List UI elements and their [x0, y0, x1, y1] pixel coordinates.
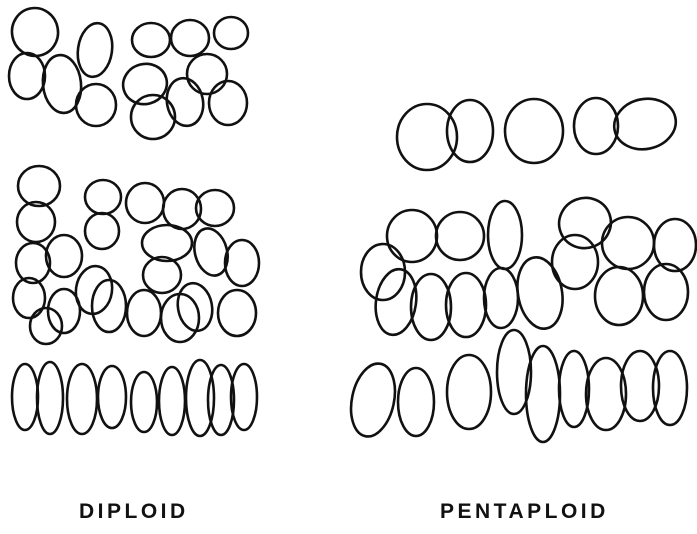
cell: [142, 225, 192, 261]
cell: [132, 23, 170, 57]
cell: [159, 367, 185, 435]
cell: [484, 268, 518, 328]
cell: [595, 267, 643, 325]
cell: [398, 368, 434, 436]
cell: [559, 351, 589, 427]
cell: [654, 219, 696, 271]
cell: [552, 191, 618, 256]
cell: [512, 254, 568, 333]
cell: [46, 235, 82, 277]
diploid-bottom-cell-group: [12, 360, 257, 436]
cell: [85, 213, 119, 249]
cell: [67, 364, 97, 434]
cell: [40, 53, 84, 115]
cell: [16, 243, 50, 283]
cell: [12, 364, 38, 430]
cell: [436, 212, 484, 260]
cell: [30, 308, 62, 344]
cell: [143, 257, 181, 293]
cell: [76, 84, 116, 126]
diploid-top-cell-group: [8, 4, 248, 139]
cell: [131, 372, 157, 432]
pentaploid-middle-cell-group: [361, 191, 696, 340]
cell: [8, 4, 62, 59]
cell: [361, 244, 405, 300]
cell: [74, 21, 115, 79]
pentaploid-bottom-cell-group: [345, 330, 687, 442]
cell: [552, 235, 598, 289]
cell: [119, 59, 172, 109]
pentaploid-label: PENTAPLOID: [440, 500, 609, 524]
cell: [574, 98, 618, 154]
cell: [372, 267, 421, 338]
cell: [17, 202, 55, 242]
cell: [609, 93, 680, 155]
cell: [505, 99, 563, 163]
cell: [127, 290, 161, 336]
cell: [174, 280, 216, 333]
pentaploid-top-cell-group: [397, 93, 681, 170]
cell: [85, 180, 121, 214]
cell: [98, 366, 126, 428]
cell: [225, 240, 259, 286]
cell: [9, 53, 45, 99]
cell: [171, 20, 209, 56]
diploid-label: DIPLOID: [79, 500, 189, 524]
cell: [187, 54, 227, 94]
cell: [13, 278, 45, 318]
cell: [387, 210, 437, 262]
cell: [214, 17, 248, 49]
cell: [92, 280, 126, 332]
cell: [209, 81, 247, 125]
cell: [186, 360, 214, 436]
diploid-middle-cell-group: [13, 166, 259, 344]
cell: [644, 264, 688, 320]
cell: [18, 166, 60, 206]
cell: [602, 217, 654, 269]
cell: [586, 358, 626, 430]
cell: [345, 359, 401, 440]
cell: [526, 346, 560, 442]
cell: [488, 201, 522, 269]
cell: [37, 362, 63, 434]
cell: [126, 183, 164, 223]
cell: [447, 355, 491, 429]
cell: [447, 100, 493, 162]
cell: [218, 290, 256, 336]
